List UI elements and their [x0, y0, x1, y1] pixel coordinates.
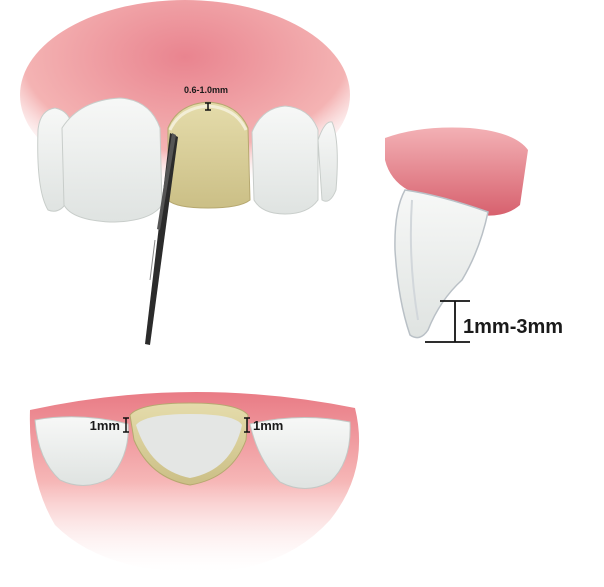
front-view: 0.6-1.0mm [20, 0, 350, 345]
side-reduction-label: 1mm-3mm [463, 316, 563, 338]
left-central-tooth [62, 98, 162, 222]
right-central-tooth [252, 106, 318, 214]
side-view: 1mm-3mm [385, 127, 563, 342]
occlusal-left-label: 1mm [90, 418, 120, 433]
lower-view: 1mm 1mm [30, 392, 359, 572]
right-lateral-tooth [318, 122, 337, 201]
occlusal-right-label: 1mm [253, 418, 283, 433]
front-reduction-label: 0.6-1.0mm [184, 85, 228, 95]
